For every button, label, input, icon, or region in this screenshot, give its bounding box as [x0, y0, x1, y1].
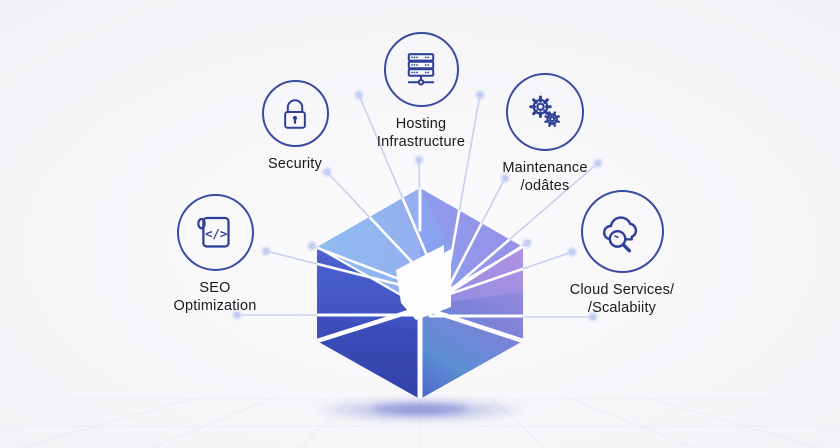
cloud-circle [580, 190, 664, 273]
hosting-label: Hosting Infrastructure [376, 116, 466, 150]
connector-dot [260, 245, 272, 257]
maintenance-circle [506, 73, 584, 151]
security-circle [261, 80, 329, 147]
node-cloud-services: Cloud Services/ /Scalabiity [532, 190, 712, 317]
cube-flag-shape [396, 245, 451, 320]
node-seo-optimization: </> SEO Optimization [125, 194, 305, 315]
gears-icon [529, 95, 560, 127]
node-hosting-infrastructure: Hosting Infrastructure [331, 32, 511, 151]
connector-dot [566, 246, 578, 258]
connector-dot [587, 311, 599, 323]
code-scroll-icon: </> [197, 216, 230, 248]
hosting-circle [383, 32, 459, 107]
server-rack-icon [407, 52, 435, 85]
security-label: Security [268, 156, 322, 172]
connector-dot [306, 240, 318, 252]
maintenance-label: Maintenance /odâtes [502, 160, 588, 194]
connector-dot [321, 166, 333, 178]
cloud-magnifier-icon [602, 215, 638, 252]
connector-dot [592, 157, 604, 169]
node-maintenance-updates: Maintenance /odâtes [455, 73, 635, 195]
connector-dot [499, 172, 511, 184]
connector-dot [231, 309, 243, 321]
cloud-label: Cloud Services/ /Scalabiity [569, 282, 675, 316]
cube-shadow [308, 397, 532, 423]
code-glyph: </> [205, 226, 227, 240]
floor-grid [0, 396, 840, 448]
connector-dot [413, 154, 425, 166]
connector-dots [231, 89, 604, 323]
seo-circle: </> [176, 194, 254, 271]
connector-dot [474, 89, 486, 101]
seo-label: SEO Optimization [173, 280, 257, 314]
isometric-cube-logo [317, 188, 523, 399]
node-security: Security [205, 80, 385, 174]
padlock-icon [284, 98, 306, 129]
connector-dot [521, 237, 533, 249]
connector-dot [353, 89, 365, 101]
